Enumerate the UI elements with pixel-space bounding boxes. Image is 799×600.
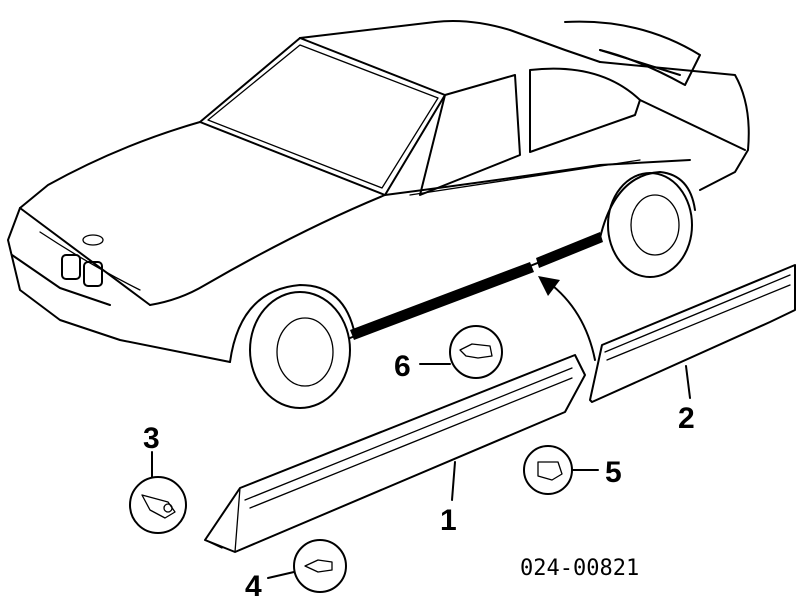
leader-2 <box>685 365 691 399</box>
clip-6-circle <box>419 325 503 379</box>
clip-5-circle <box>523 445 599 495</box>
front-door-molding <box>204 354 586 553</box>
callout-label-1: 1 <box>440 504 457 537</box>
callout-label-3: 3 <box>143 422 160 455</box>
leader-1 <box>451 461 456 501</box>
clip-3-circle <box>129 451 187 534</box>
clip-4-circle <box>267 539 347 593</box>
install-arrow <box>538 276 596 361</box>
callout-label-6: 6 <box>394 350 411 383</box>
installed-molding-strip <box>350 232 603 340</box>
car-illustration <box>7 20 750 409</box>
callout-label-2: 2 <box>678 402 695 435</box>
part-code: 024-00821 <box>520 556 639 581</box>
callout-label-4: 4 <box>245 570 262 600</box>
callout-label-5: 5 <box>605 456 622 489</box>
rear-door-molding <box>589 264 796 403</box>
